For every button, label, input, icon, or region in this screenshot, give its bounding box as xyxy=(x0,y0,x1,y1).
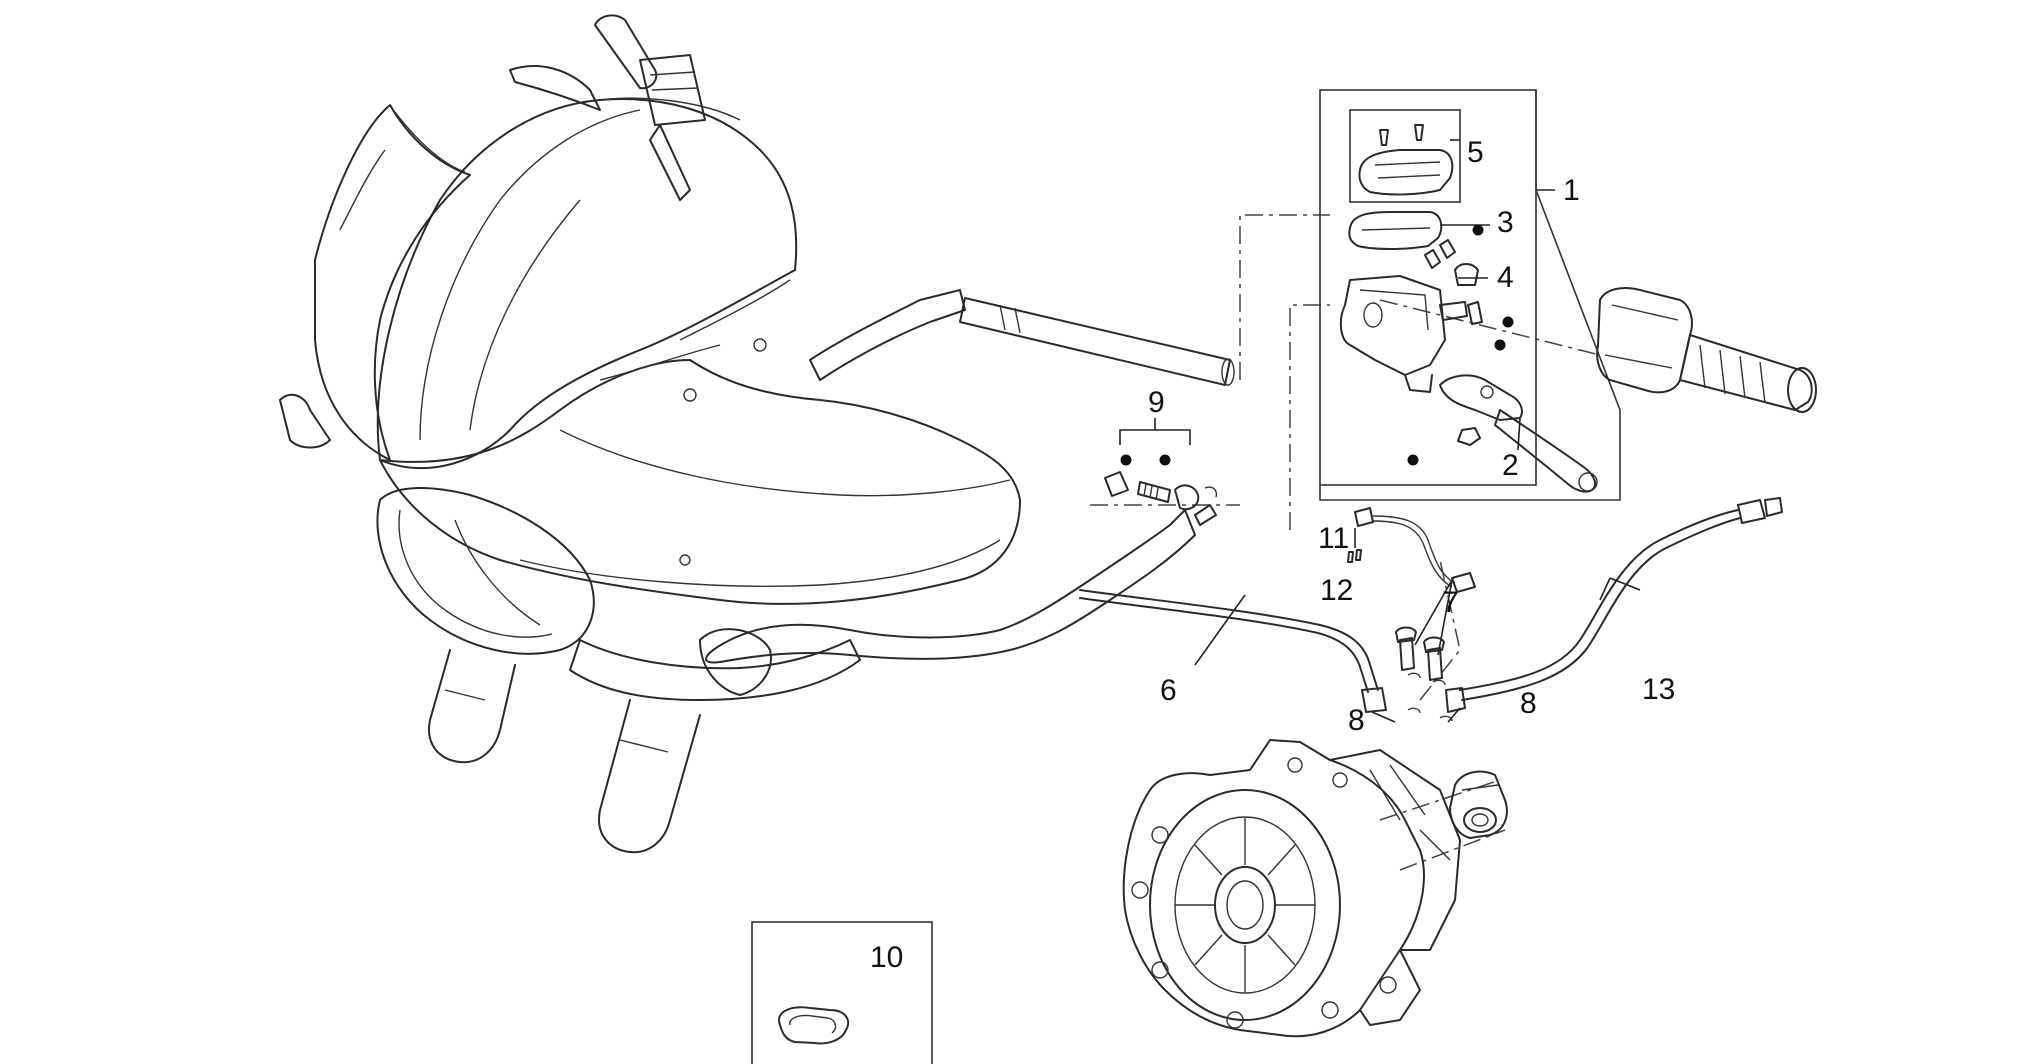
callout-9: 9 xyxy=(1148,386,1165,419)
return-hose xyxy=(1459,497,1783,701)
callout-4: 4 xyxy=(1497,261,1514,294)
engine-casing xyxy=(1122,739,1508,1038)
callout-2: 2 xyxy=(1502,449,1519,482)
front-fairing-assembly xyxy=(279,14,1021,854)
bleed-valve-group xyxy=(1104,418,1218,511)
callout-11: 11 xyxy=(1318,522,1349,555)
callout-10: 10 xyxy=(870,941,903,974)
callout-3: 3 xyxy=(1497,206,1514,239)
master-cylinder-kit-box xyxy=(1319,89,1621,501)
clutch-sensor-cable xyxy=(1347,507,1476,593)
callout-8b: 8 xyxy=(1520,687,1537,720)
leader-lines xyxy=(1194,139,1641,723)
clutch-hose xyxy=(705,504,1387,713)
assembly-centerlines xyxy=(1090,214,1601,871)
hose-fittings xyxy=(1395,626,1466,722)
callout-8a: 8 xyxy=(1348,704,1365,737)
callout-6: 6 xyxy=(1160,674,1177,707)
clip-kit-box xyxy=(751,921,933,1064)
callout-12: 12 xyxy=(1320,574,1353,607)
callout-13: 13 xyxy=(1642,673,1675,706)
callout-1: 1 xyxy=(1563,174,1580,207)
callouts: 1 2 3 4 5 6 7 8 8 9 10 11 12 13 xyxy=(870,136,1675,974)
handlebar-tube xyxy=(809,289,1235,386)
callout-5: 5 xyxy=(1467,136,1484,169)
right-handlebar-grip xyxy=(1596,287,1817,413)
callout-7: 7 xyxy=(1442,586,1459,619)
